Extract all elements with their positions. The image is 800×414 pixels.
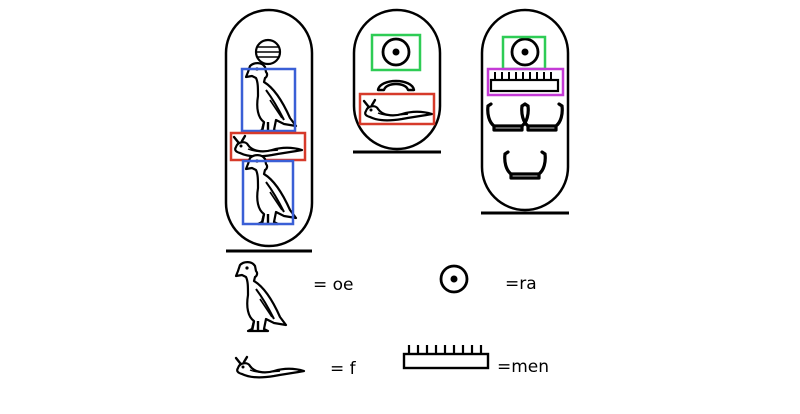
cartouche-1 xyxy=(224,8,314,253)
gaming-board-icon xyxy=(402,345,490,370)
vulture-icon xyxy=(234,260,288,333)
oe-highlight-box xyxy=(240,67,297,133)
sun-disc-icon xyxy=(381,37,411,67)
ra-highlight-box xyxy=(370,33,422,72)
legend-item-ra: =ra xyxy=(439,264,537,294)
striped-sun-disc-icon xyxy=(254,38,282,66)
oe-highlight-box xyxy=(241,159,295,226)
f-highlight-box xyxy=(358,92,436,126)
legend-label-ra: =ra xyxy=(505,274,537,294)
legend-label-f: = f xyxy=(330,359,357,379)
legend-item-men: =men xyxy=(402,345,549,377)
arch-sign-icon xyxy=(376,79,416,92)
horned-viper-icon xyxy=(234,355,306,379)
cartouche-2 xyxy=(352,8,442,154)
sun-disc-icon xyxy=(439,264,469,294)
cartouche-2-frame xyxy=(352,8,442,151)
legend-label-oe: = oe xyxy=(313,275,354,295)
legend-item-oe: = oe xyxy=(234,260,354,333)
legend: = oe =ra = f =men xyxy=(234,260,549,379)
cartouche-3 xyxy=(480,8,570,215)
men-highlight-box xyxy=(486,67,565,97)
legend-label-men: =men xyxy=(497,357,549,377)
sun-disc-icon xyxy=(510,37,540,67)
gaming-board-icon xyxy=(489,72,560,93)
legend-item-f: = f xyxy=(234,355,357,379)
